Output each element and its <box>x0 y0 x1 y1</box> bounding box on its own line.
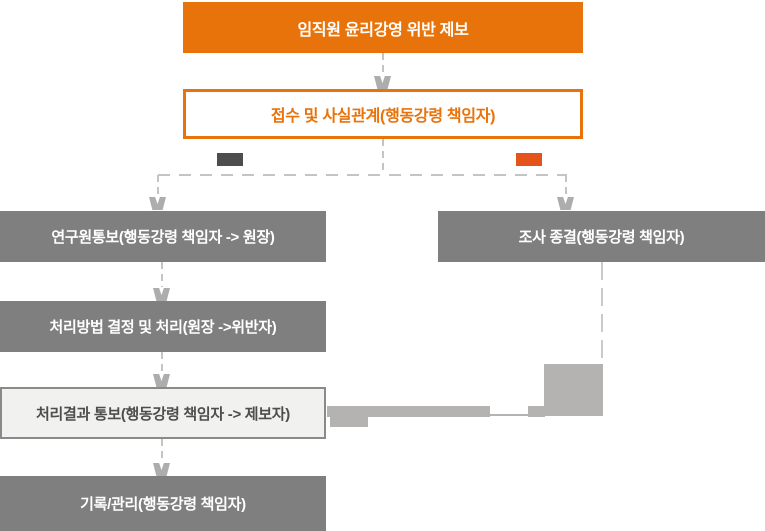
arrow-down-icon <box>153 374 170 387</box>
connector-left-3-4 <box>161 439 163 461</box>
arrow-down-icon <box>374 76 391 89</box>
flow-node-decide-handle-label: 처리방법 결정 및 처리(원장 ->위반자) <box>49 319 277 336</box>
connector-block-bar <box>327 406 490 417</box>
connector-branch-left-drop <box>157 175 159 197</box>
flow-node-notify-institute-label: 연구원통보(행동강령 책임자 -> 원장) <box>51 229 275 246</box>
legend-chip-orange <box>516 153 542 166</box>
flow-node-receipt-label: 접수 및 사실관계(행동강령 책임자) <box>270 108 496 125</box>
flow-node-notify-institute: 연구원통보(행동강령 책임자 -> 원장) <box>0 211 326 262</box>
flow-node-record-manage: 기록/관리(행동강령 책임자) <box>0 476 326 531</box>
flow-node-close-investigation: 조사 종결(행동강령 책임자) <box>438 211 765 262</box>
legend-chip-dark <box>217 153 243 166</box>
connector-receipt-down <box>382 139 384 175</box>
connector-title-to-receipt <box>382 53 384 76</box>
flow-node-report-label: 임직원 윤리강영 위반 제보 <box>297 21 469 39</box>
connector-block-step <box>528 406 545 417</box>
connector-branch-right-drop <box>565 175 567 197</box>
flow-node-notify-result-label: 처리결과 통보(행동강령 책임자 -> 제보자) <box>35 405 291 423</box>
arrow-down-icon <box>557 197 574 210</box>
flow-node-receipt: 접수 및 사실관계(행동강령 책임자) <box>183 89 583 139</box>
connector-left-1-2 <box>161 262 163 287</box>
flow-node-close-investigation-label: 조사 종결(행동강령 책임자) <box>518 229 685 246</box>
connector-left-2-3 <box>161 352 163 373</box>
connector-block-under <box>330 416 368 427</box>
flow-node-notify-result: 처리결과 통보(행동강령 책임자 -> 제보자) <box>0 387 326 439</box>
connector-block-thin <box>490 414 528 416</box>
flow-node-report: 임직원 윤리강영 위반 제보 <box>183 2 583 53</box>
arrow-down-icon <box>149 197 166 210</box>
flow-node-decide-handle: 처리방법 결정 및 처리(원장 ->위반자) <box>0 301 326 352</box>
connector-branch-horizontal <box>158 174 567 176</box>
arrow-down-icon <box>153 463 170 476</box>
connector-block-large <box>544 364 603 416</box>
connector-right-down <box>601 262 603 362</box>
arrow-down-icon <box>153 288 170 301</box>
flow-node-record-manage-label: 기록/관리(행동강령 책임자) <box>80 496 246 513</box>
